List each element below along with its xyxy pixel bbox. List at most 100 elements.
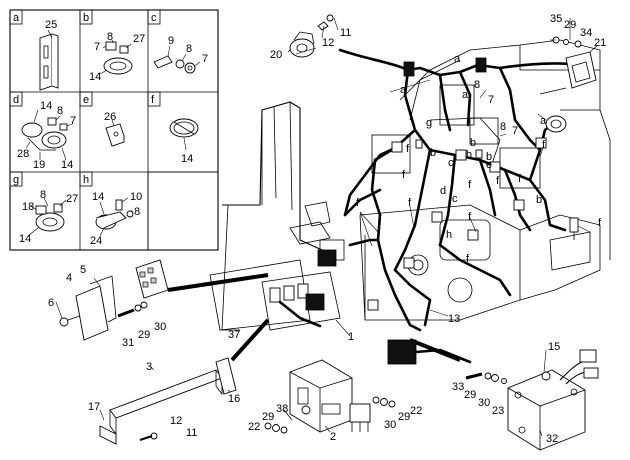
tag-b-2: b [470,137,476,149]
main-part-labels: 11 12 20 35 29 34 21 8 7 8 7 4 5 6 31 29… [48,13,606,445]
mount-plate-part-16 [215,357,237,395]
inset-b-part-8: 8 [107,31,113,43]
inset-h-part-14: 14 [92,191,104,203]
horn-part-20 [287,31,315,58]
tag-c-1: c [448,157,454,169]
bolt-stack-33 [465,372,507,384]
inset-d-part-28: 28 [17,148,29,160]
label-part-30-left: 30 [154,321,166,333]
machine-body-outline [209,39,611,331]
inset-h-part-24: 24 [90,235,102,247]
inset-grid-border [9,9,219,251]
label-part-38: 38 [276,403,288,415]
inset-d-part-19: 19 [33,159,45,171]
label-part-7-upper: 7 [488,94,494,106]
inset-h-part-10: 10 [130,191,142,203]
label-part-16: 16 [228,393,240,405]
label-part-11-top: 11 [340,27,351,39]
tag-a-4: a [540,115,547,127]
tag-f-10: f [598,217,602,229]
label-part-11-bottom: 11 [186,427,197,439]
inset-c-letter: c [151,12,157,24]
label-part-35: 35 [550,13,562,25]
relay-module-dark [387,339,472,365]
tag-b-3: b [486,151,492,163]
label-part-13: 13 [448,313,460,325]
label-part-23: 23 [492,405,504,417]
inset-h-part-8: 8 [134,206,140,218]
bolt-11-12-top [317,14,339,39]
inset-e-letter: e [83,94,89,106]
inset-g-part-8: 8 [40,189,46,201]
tag-f-4: f [496,175,500,187]
label-part-34: 34 [580,27,592,39]
inset-b-part-7: 7 [94,41,100,53]
label-part-5: 5 [80,264,86,276]
label-part-8-mid: 8 [500,121,506,133]
connector-cluster [367,57,547,311]
inset-h-clamp-drawing [95,197,134,237]
relay-bracket-part-21 [539,36,597,95]
inset-d-part-8: 8 [57,105,63,117]
leader-lines [55,18,599,437]
ground-terminal-right [569,217,579,240]
tag-h-2: h [446,229,452,241]
label-part-3: 3 [146,361,152,373]
label-part-20: 20 [270,49,282,61]
inset-d-clamp-drawing [21,109,73,161]
inset-c-part-9: 9 [168,35,174,47]
label-part-29-left: 29 [138,329,150,341]
inset-f-part-14: 14 [181,153,193,165]
label-part-33: 33 [452,381,464,393]
label-part-29-top: 29 [564,19,576,31]
inset-d-part-14a: 14 [40,100,52,112]
inset-c-part-7: 7 [202,53,208,65]
base-rail-part-3 [99,369,223,445]
tag-f-3: f [468,179,472,191]
label-part-29-right: 29 [464,389,476,401]
inset-e-bracket-drawing [105,119,125,147]
tag-f-2: f [402,169,406,181]
inset-b-letter: b [83,12,89,24]
tag-a-1: a [454,53,461,65]
label-part-15: 15 [548,341,560,353]
inset-h-letter: h [83,174,89,186]
label-part-22-center: 22 [410,405,422,417]
tag-c-2: c [452,193,458,205]
tag-h-1: h [466,149,472,161]
tag-f-7: f [468,211,472,223]
inset-g-clamp-drawing [27,197,67,237]
label-part-8-upper: 8 [474,79,480,91]
inset-f-letter: f [151,94,155,106]
dashboard-connectors-part-1 [261,249,341,331]
inset-d-part-7: 7 [70,115,76,127]
tag-b-4: b [536,194,542,206]
inset-f-band-drawing [169,118,199,151]
ecu-part-2 [289,359,353,433]
label-part-30-center: 30 [384,419,396,431]
label-part-37: 37 [228,329,240,341]
label-part-17: 17 [88,401,100,413]
inset-e-part-26: 26 [104,111,116,123]
tag-a-3: a [462,89,469,101]
inset-g-part-27: 27 [66,193,78,205]
label-part-29-ecu: 29 [262,411,274,423]
inset-g-part-14: 14 [19,233,31,245]
tag-f-9: f [518,173,522,185]
label-part-12-top: 12 [322,37,334,49]
inset-grid: a b c d e f g h 25 7 8 27 14 [9,9,219,251]
washer-set-22-29-38 [264,409,293,434]
inset-d-letter: d [13,94,19,106]
harness-letter-tags: a a a a g b b h b c c f f f f f f f f d … [356,53,602,265]
tag-f-6: f [408,197,412,209]
label-part-7-mid: 7 [512,125,518,137]
tag-f-8: f [542,139,546,151]
label-part-22-left: 22 [248,421,260,433]
inset-g-letter: g [13,174,19,186]
tag-f-5: f [356,197,360,209]
label-part-12-bottom: 12 [170,415,182,427]
tag-g: g [426,117,432,129]
inset-b-part-14: 14 [89,71,101,83]
main-wiring-harness [338,48,572,332]
